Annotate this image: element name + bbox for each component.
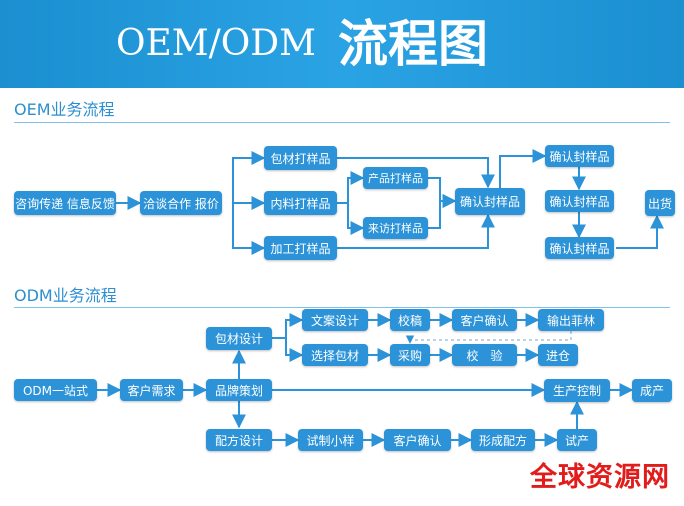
odm-section-rule: [14, 307, 670, 308]
oem-process-sample-node: 加工打样品: [264, 236, 337, 260]
oem-section-rule: [14, 122, 670, 123]
odm-draft-check-node: 校稿: [390, 309, 430, 331]
edge-inner-to-visit: [337, 202, 365, 235]
odm-copy-design-node: 文案设计: [302, 309, 368, 331]
odm-purchase-node: 采购: [390, 344, 430, 366]
site-watermark: 全球资源网: [530, 462, 670, 493]
edge-confirm-to-confirm1: [499, 149, 547, 188]
odm-client-confirm-1-node: 客户确认: [452, 309, 517, 331]
odm-client-confirm-2-node: 客户确认: [384, 429, 451, 451]
edge-negotiate-to-process: [232, 203, 266, 255]
edge-process-to-confirm: [337, 213, 495, 249]
banner-title-latin: OEM/ODM: [116, 23, 317, 64]
edge-pack-to-confirm: [337, 157, 495, 189]
odm-inspect-node: 校 验: [452, 344, 517, 366]
oem-confirm-seal-3-node: 确认封样品: [545, 237, 614, 259]
edge-pack-design-to-select: [272, 337, 304, 362]
oem-confirm-seal-1-node: 确认封样品: [545, 145, 614, 167]
odm-brand-planning-node: 品牌策划: [206, 379, 272, 401]
oem-ship-node: 出货: [645, 190, 675, 216]
edge-product-to-confirm: [428, 177, 457, 208]
odm-output-film-node: 输出菲林: [538, 309, 604, 331]
edge-pack-design-to-copy: [272, 313, 304, 339]
odm-trial-production-node: 试产: [557, 429, 597, 451]
banner-title-cjk: 流程图: [338, 15, 488, 73]
title-banner: OEM/ODM 流程图: [0, 0, 684, 88]
oem-product-sample-node: 产品打样品: [363, 167, 428, 189]
odm-production-control-node: 生产控制: [544, 379, 610, 402]
odm-finished-node: 成产: [632, 379, 672, 402]
edge-confirm3-to-ship: [616, 214, 664, 249]
odm-formula-design-node: 配方设计: [206, 429, 272, 451]
oem-inner-sample-node: 内料打样品: [264, 191, 337, 215]
odm-form-formula-node: 形成配方: [471, 429, 535, 451]
edge-film-to-purchase: [405, 331, 572, 344]
odm-trial-sample-node: 试制小样: [298, 429, 363, 451]
odm-select-pack-node: 选择包材: [302, 344, 368, 366]
odm-section-title: ODM业务流程: [14, 286, 117, 305]
oem-confirm-seal-node: 确认封样品: [455, 188, 525, 215]
oem-pack-sample-node: 包材打样品: [264, 146, 337, 170]
oem-consult-node: 咨询传递 信息反馈: [14, 191, 116, 215]
oem-negotiate-node: 洽谈合作 报价: [140, 191, 222, 215]
odm-customer-need-node: 客户需求: [120, 379, 183, 401]
oem-confirm-seal-2-node: 确认封样品: [545, 190, 614, 212]
odm-stock-in-node: 进仓: [538, 344, 578, 366]
edge-negotiate-to-pack: [232, 151, 266, 203]
edge-visit-to-confirm: [428, 194, 457, 229]
oem-section-title: OEM业务流程: [14, 100, 115, 119]
oem-visit-sample-node: 来访打样品: [363, 217, 428, 239]
edge-inner-to-product: [337, 171, 365, 204]
odm-pack-design-node: 包材设计: [206, 327, 272, 350]
odm-onestop-node: ODM一站式: [14, 379, 97, 401]
